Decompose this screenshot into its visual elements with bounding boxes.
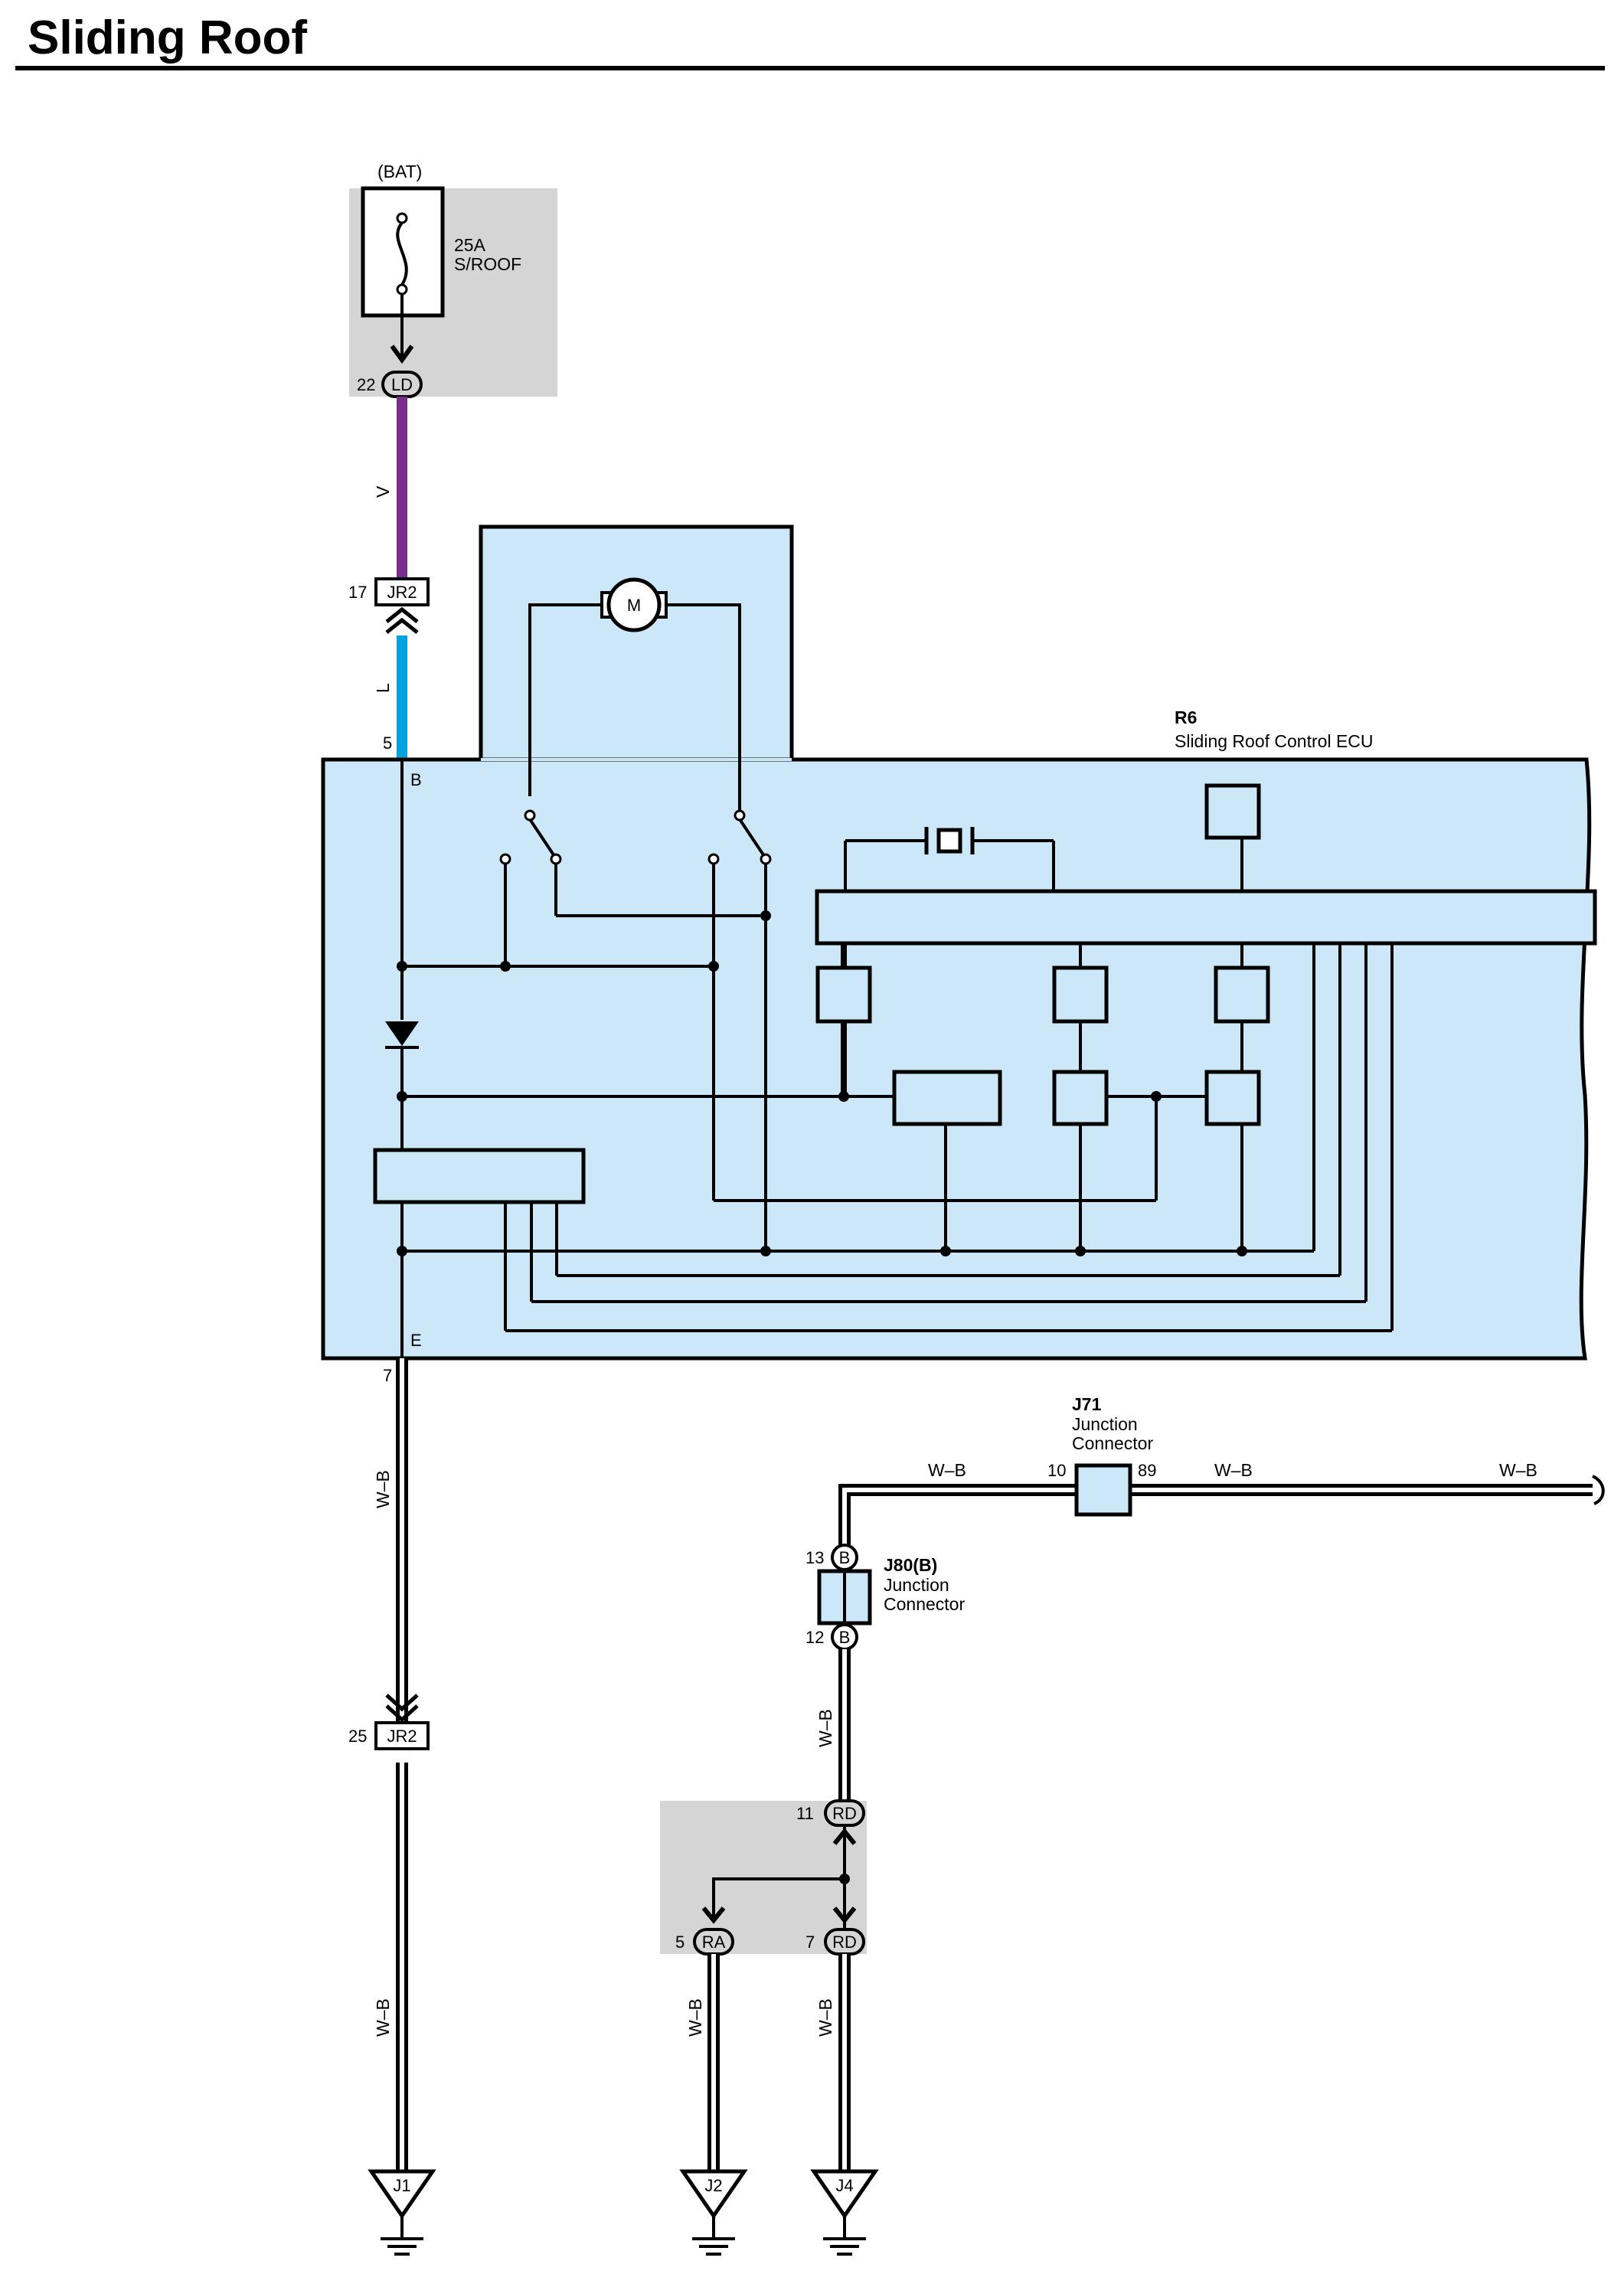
connector-jr2-upper: JR2 17: [348, 577, 430, 634]
fuse-rating: 25A: [454, 235, 486, 255]
ecu-pin-e-num: 7: [383, 1366, 392, 1385]
ecu-pin-b: B: [410, 770, 422, 789]
wire-wb-label-1: W–B: [373, 1470, 393, 1508]
j80-name-1: Junction: [884, 1575, 949, 1595]
wire-blue-label: L: [373, 683, 393, 693]
wire-wb-label-7: W–B: [685, 1998, 705, 2037]
junction-connector-j71: 10 89 J71 Junction Connector: [1047, 1394, 1156, 1517]
j71-pin-left: 10: [1047, 1461, 1066, 1480]
ra-label: RA: [702, 1933, 726, 1952]
rd-top-pin: 11: [796, 1804, 814, 1823]
j71-name-1: Junction: [1072, 1414, 1138, 1434]
wire-wb-label-5: W–B: [1499, 1460, 1537, 1480]
j71-code: J71: [1072, 1394, 1102, 1414]
motor-label: M: [627, 596, 641, 615]
wire-j71: [838, 1475, 1605, 1557]
ld-label: LD: [391, 375, 413, 394]
title-rule: [15, 66, 1605, 70]
ecu-name: Sliding Roof Control ECU: [1175, 731, 1374, 751]
ground-j2-label: J2: [704, 2176, 722, 2195]
jr2-lower-label: JR2: [387, 1727, 417, 1746]
ecu-block-3: [1214, 965, 1270, 1024]
ecu-block-4: [892, 1070, 1002, 1126]
j80-top-connector: B: [839, 1548, 851, 1567]
ground-j1-label: J1: [393, 2176, 410, 2195]
ground-j1-icon: J1: [371, 2171, 433, 2254]
fuse-supply: (BAT): [377, 162, 422, 181]
wire-wb-label-4: W–B: [1214, 1460, 1253, 1480]
ecu-block-7: [373, 1148, 586, 1204]
ground-j4-icon: J4: [814, 2171, 875, 2254]
j80-name-2: Connector: [884, 1594, 965, 1614]
junction-connector-j80: B 13 B 12 J80(B) Junction Connector: [805, 1544, 965, 1651]
ecu-code: R6: [1175, 707, 1197, 727]
wire-violet-label: V: [373, 485, 393, 498]
crystal-icon: [924, 827, 975, 854]
rd-bottom-pin: 7: [805, 1933, 815, 1952]
jr2-upper-pin: 17: [348, 583, 367, 602]
page-title: Sliding Roof: [28, 11, 308, 64]
wire-wb-label-6: W–B: [815, 1709, 835, 1747]
connector-jr2-lower: JR2 25: [348, 1721, 430, 1750]
wire-blue: [397, 635, 407, 760]
j71-name-2: Connector: [1072, 1433, 1153, 1453]
wire-ground-j2: [707, 1954, 720, 2171]
fuse-block: (BAT) 25A S/ROOF: [349, 162, 557, 397]
wire-violet: [397, 397, 407, 579]
connector-ld: LD 22: [357, 371, 423, 398]
wire-ground-left: [396, 1358, 408, 2171]
wire-wb-label-2: W–B: [373, 1998, 393, 2037]
j80-bottom-connector: B: [839, 1628, 851, 1647]
jr2-upper-label: JR2: [387, 583, 417, 602]
ecu-block-2: [1052, 965, 1109, 1024]
wire-j80-rd: [838, 1649, 851, 1815]
j80-code: J80(B): [884, 1555, 937, 1575]
ld-pin: 22: [357, 375, 375, 394]
jr2-lower-pin: 25: [348, 1727, 367, 1746]
rd-bottom-label: RD: [832, 1933, 857, 1952]
j71-pin-right: 89: [1138, 1461, 1156, 1480]
j80-pin-bottom: 12: [805, 1628, 824, 1647]
ecu-block-6: [1204, 1070, 1261, 1126]
wire-wb-label-8: W–B: [815, 1998, 835, 2037]
sliding-roof-ecu: R6 Sliding Roof Control ECU B E M: [321, 524, 1597, 1361]
ground-j4-label: J4: [835, 2176, 853, 2195]
fuse-name: S/ROOF: [454, 254, 521, 274]
ecu-main-ic: [815, 889, 1597, 946]
rd-ra-block: RD 11 RA 5 RD 7: [660, 1799, 867, 1955]
ecu-pin-e: E: [410, 1331, 422, 1350]
diode-icon: [385, 1021, 419, 1049]
motor-icon: M: [528, 577, 741, 816]
wire-ground-j4: [838, 1954, 851, 2171]
ecu-block-1: [815, 965, 872, 1024]
ra-pin: 5: [675, 1933, 685, 1952]
ecu-block-top: [1204, 783, 1261, 840]
ecu-pin-b-num: 5: [383, 733, 392, 753]
ground-j2-icon: J2: [683, 2171, 744, 2254]
rd-top-label: RD: [832, 1804, 857, 1823]
wire-wb-label-3: W–B: [928, 1460, 966, 1480]
ecu-block-5: [1052, 1070, 1109, 1126]
j80-pin-top: 13: [805, 1548, 824, 1567]
